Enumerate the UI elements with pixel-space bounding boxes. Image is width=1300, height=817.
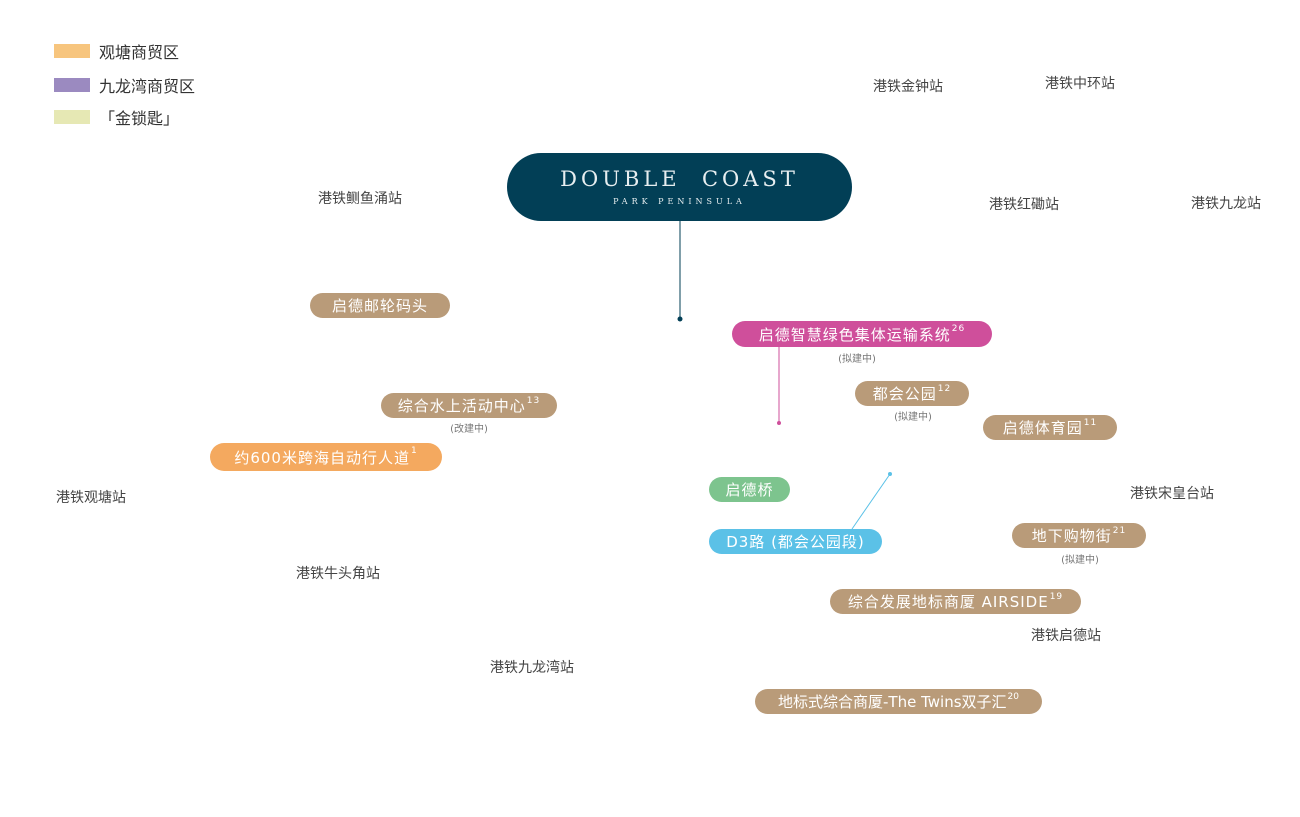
landmark-kai-tak-bridge[interactable]: 启德桥	[709, 477, 790, 502]
status-note: (拟建中)	[838, 354, 876, 365]
footnote-ref: 11	[1083, 418, 1098, 428]
d3-pointer-line	[851, 473, 891, 530]
station-hung-hom: 港铁红磡站	[989, 197, 1059, 213]
station-admiralty: 港铁金钟站	[873, 79, 943, 95]
station-quarry-bay: 港铁鲗鱼涌站	[318, 191, 402, 207]
station-central: 港铁中环站	[1045, 76, 1115, 92]
project-logo-double-coast[interactable]: DOUBLE COAST PARK PENINSULA	[507, 153, 852, 221]
d3-location-dot	[888, 472, 892, 476]
landmark-label: 都会公园	[872, 385, 937, 403]
station-ngau-tau-kok: 港铁牛头角站	[296, 566, 380, 582]
transit-location-dot	[777, 421, 781, 425]
status-note: (拟建中)	[894, 412, 932, 423]
footnote-ref: 20	[1007, 692, 1019, 702]
legend-swatch	[54, 44, 90, 58]
landmark-label: D3路 (都会公园段)	[726, 533, 865, 551]
landmark-label: 启德智慧绿色集体运输系统	[758, 325, 951, 344]
landmark-d3-road[interactable]: D3路 (都会公园段)	[709, 529, 882, 554]
station-sung-wong-toi: 港铁宋皇台站	[1130, 486, 1214, 502]
footnote-ref: 26	[951, 324, 966, 334]
status-note: (改建中)	[450, 424, 488, 435]
legend-label: 九龙湾商贸区	[99, 77, 196, 96]
station-kowloon-bay: 港铁九龙湾站	[490, 660, 574, 676]
project-title: DOUBLE COAST	[560, 167, 799, 191]
station-kowloon: 港铁九龙站	[1191, 196, 1261, 212]
status-note: (拟建中)	[1061, 555, 1099, 566]
legend-item-kowloon-bay: 九龙湾商贸区	[54, 73, 195, 97]
legend-swatch	[54, 78, 90, 92]
project-location-dot	[677, 316, 683, 322]
landmark-label: 综合发展地标商厦 AIRSIDE	[847, 593, 1049, 611]
legend-label: 「金锁匙」	[99, 109, 180, 128]
landmark-label: 地下购物街	[1031, 527, 1112, 545]
landmark-label: 约600米跨海自动行人道	[234, 448, 410, 467]
legend-label: 观塘商贸区	[99, 43, 180, 62]
footnote-ref: 21	[1112, 526, 1127, 536]
legend-item-kwun-tong: 观塘商贸区	[54, 39, 179, 63]
landmark-label: 启德邮轮码头	[331, 297, 428, 315]
landmark-label: 启德体育园	[1002, 419, 1083, 437]
station-kwun-tong: 港铁观塘站	[56, 490, 126, 506]
footnote-ref: 19	[1049, 592, 1064, 602]
footnote-ref: 1	[410, 446, 418, 456]
footnote-ref: 12	[937, 384, 952, 394]
legend-swatch	[54, 110, 90, 124]
landmark-label: 启德桥	[725, 481, 774, 499]
landmark-label: 综合水上活动中心	[397, 397, 526, 415]
project-subtitle: PARK PENINSULA	[613, 197, 746, 206]
station-kai-tak: 港铁启德站	[1031, 628, 1101, 644]
landmark-cruise-terminal[interactable]: 启德邮轮码头	[310, 293, 450, 318]
legend-item-golden-key: 「金锁匙」	[54, 105, 179, 129]
footnote-ref: 13	[526, 396, 541, 406]
landmark-label: 地标式综合商厦-The Twins双子汇	[778, 693, 1007, 711]
